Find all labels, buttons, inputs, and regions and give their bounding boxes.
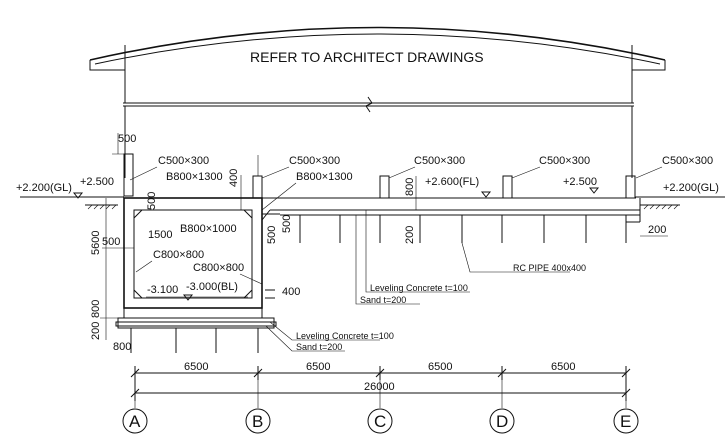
level-gl-right: +2.200(GL) xyxy=(663,182,719,194)
column-label-2: C500×300 xyxy=(289,155,340,167)
architect-note: REFER TO ARCHITECT DRAWINGS xyxy=(250,49,484,65)
dim-800-bottom: 800 xyxy=(113,341,131,353)
grid-axes: A B C D E xyxy=(122,380,639,434)
dim-5600: 5600 xyxy=(90,231,102,255)
column-label-3: C500×300 xyxy=(414,155,465,167)
note-sand-1: Sand t=200 xyxy=(360,295,406,305)
span-1: 6500 xyxy=(184,361,208,373)
dim-400: 400 xyxy=(228,169,240,187)
dim-400-right: 400 xyxy=(282,286,300,298)
total-span: 26000 xyxy=(364,381,395,393)
beam-label-2: B800×1300 xyxy=(296,171,353,183)
axis-b: B xyxy=(252,412,263,431)
dim-500-left: 500 xyxy=(146,192,158,210)
dim-200-left: 200 xyxy=(90,322,102,340)
column-label-5: C500×300 xyxy=(662,155,713,167)
dim-800-left: 800 xyxy=(90,300,102,318)
span-dimensions: 6500 6500 6500 6500 26000 xyxy=(130,361,631,401)
level-pit: -3.100 xyxy=(147,284,178,296)
note-pipe: RC PIPE 400x400 xyxy=(513,263,586,273)
axis-d: D xyxy=(496,412,508,431)
level-2500-left: +2.500 xyxy=(80,176,114,188)
span-2: 6500 xyxy=(306,361,330,373)
level-fl: +2.600(FL) xyxy=(425,176,479,188)
beam-label-1: B800×1300 xyxy=(166,171,223,183)
axis-c: C xyxy=(374,412,386,431)
basement-piles xyxy=(130,328,259,353)
dim-500-wall: 500 xyxy=(102,236,120,248)
note-sand-2: Sand t=200 xyxy=(296,342,342,352)
dim-500-right-wall: 500 xyxy=(266,226,278,244)
roof: REFER TO ARCHITECT DRAWINGS xyxy=(89,26,666,113)
span-4: 6500 xyxy=(551,361,575,373)
floor-piles xyxy=(299,215,627,243)
dim-1500: 1500 xyxy=(148,229,172,241)
beam-label-3: B800×1000 xyxy=(180,223,237,235)
wall-label-2: C800×800 xyxy=(193,262,244,274)
basement xyxy=(115,197,280,329)
level-2500-right: +2.500 xyxy=(563,176,597,188)
wall-label-1: C800×800 xyxy=(153,249,204,261)
axis-a: A xyxy=(129,412,141,431)
note-leveling-1: Leveling Concrete t=100 xyxy=(370,283,468,293)
column-label-1: C500×300 xyxy=(158,155,209,167)
dim-200-slab: 200 xyxy=(404,226,416,244)
dim-800-slab: 800 xyxy=(404,178,416,196)
level-bl: -3.000(BL) xyxy=(186,281,238,293)
dim-500-right-b: 500 xyxy=(281,215,293,233)
note-leveling-2: Leveling Concrete t=100 xyxy=(296,331,394,341)
dimensions: 500 400 500 1500 500 5600 800 200 800 50… xyxy=(90,133,668,353)
dim-200-right: 200 xyxy=(648,224,666,236)
axis-e: E xyxy=(620,412,631,431)
span-3: 6500 xyxy=(428,361,452,373)
ground xyxy=(20,196,725,210)
dim-500-top: 500 xyxy=(118,133,136,145)
column-label-4: C500×300 xyxy=(539,155,590,167)
level-gl-left: +2.200(GL) xyxy=(16,182,72,194)
